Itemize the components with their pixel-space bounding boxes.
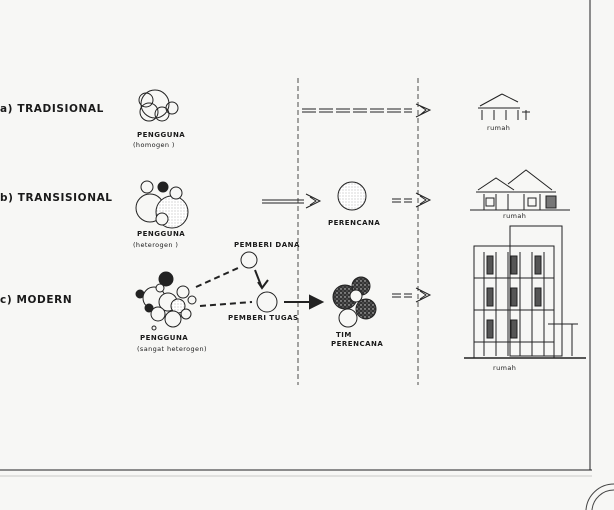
- house-a: [478, 93, 530, 120]
- output-a-label: rumah: [487, 124, 511, 132]
- tim-label-line2: PERENCANA: [331, 340, 384, 348]
- row-label-transisional: b) TRANSISIONAL: [0, 192, 113, 204]
- frame: [0, 0, 592, 477]
- user-a-name: PENGGUNA: [137, 131, 186, 139]
- pemberi-tugas-label: PEMBERI TUGAS: [228, 314, 299, 322]
- row-label-modern: c) MODERN: [0, 294, 73, 306]
- user-b-name: PENGGUNA: [137, 230, 186, 238]
- user-c-name: PENGGUNA: [140, 334, 189, 342]
- output-c-label: rumah: [493, 364, 517, 372]
- user-cluster-b: [135, 180, 189, 229]
- user-cluster-c: [135, 271, 197, 331]
- tim-perencana-cluster: [332, 276, 377, 328]
- building-c: [464, 225, 586, 359]
- perencana-circle: [337, 181, 367, 211]
- pemberi-dana-circle: [240, 251, 258, 269]
- user-b-note: (heterogen ): [133, 241, 179, 249]
- user-a-note: (homogen ): [133, 141, 175, 149]
- output-b-label: rumah: [503, 212, 527, 220]
- funding-arrow: [254, 269, 269, 290]
- stamp: [585, 483, 614, 510]
- pemberi-tugas-circle: [256, 291, 278, 313]
- tim-label-line1: TIM: [336, 331, 352, 339]
- row-label-tradisional: a) TRADISIONAL: [0, 103, 104, 115]
- arrow-c1: [284, 294, 325, 310]
- user-cluster-a: [138, 89, 179, 122]
- user-c-note: (sangat heterogen): [137, 345, 207, 353]
- house-b: [470, 169, 570, 211]
- links-c: [195, 267, 253, 307]
- arrow-b1: [262, 193, 322, 209]
- arrow-a: [302, 103, 432, 118]
- arrow-c2: [392, 287, 432, 303]
- pemberi-dana-label: PEMBERI DANA: [234, 241, 300, 249]
- column-dividers: [297, 78, 419, 385]
- arrow-b2: [392, 192, 432, 208]
- perencana-label: PERENCANA: [328, 219, 381, 227]
